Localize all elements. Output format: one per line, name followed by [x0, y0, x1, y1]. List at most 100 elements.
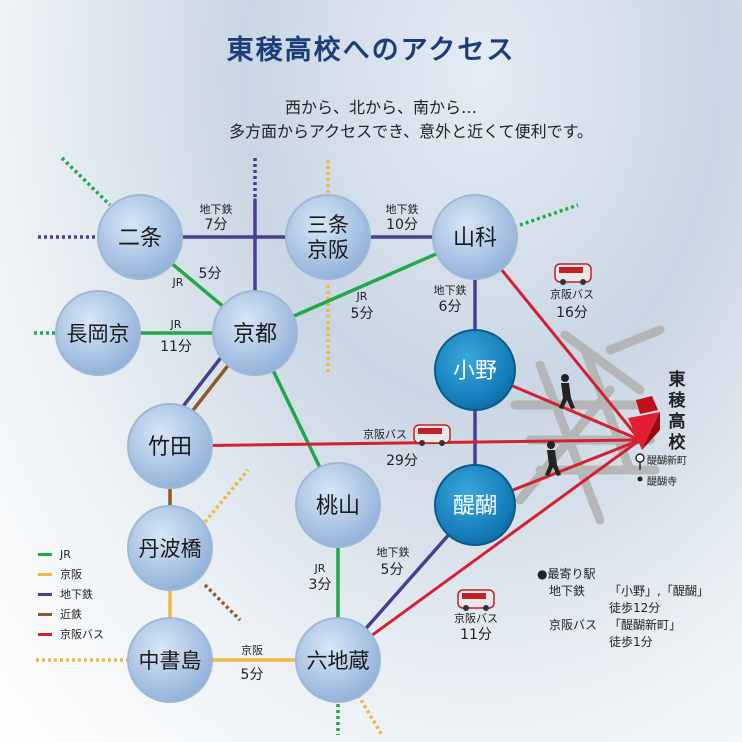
route-label: JR	[356, 290, 368, 303]
nearest-value: 「小野」,「醍醐」	[609, 584, 709, 598]
route-label: 16分	[556, 305, 588, 321]
svg-text:山科: 山科	[453, 226, 497, 251]
svg-text:小野: 小野	[453, 359, 497, 384]
route-label: 京阪バス	[550, 287, 594, 301]
nearest-value: 徒歩1分	[609, 635, 653, 649]
nearest-key: 地下鉄	[549, 584, 586, 598]
legend-swatch	[38, 552, 52, 556]
route-label: 5分	[381, 562, 404, 578]
route-label: 地下鉄	[434, 283, 467, 297]
station-ono[interactable]: 小野	[434, 329, 516, 411]
route-label: 地下鉄	[386, 202, 419, 216]
legend: JR 京阪地下鉄近鉄京阪バス	[38, 544, 104, 644]
route-label: 11分	[160, 339, 192, 355]
station-rokujizo[interactable]: 六地蔵	[295, 617, 381, 703]
station-sanjo-keihan[interactable]: 三条 京阪	[285, 194, 371, 280]
svg-text:二条: 二条	[118, 226, 162, 251]
route-label: 5分	[241, 667, 264, 683]
nearest-value: 徒歩12分	[609, 601, 661, 615]
school-name-vertical: 東稜高校	[666, 370, 688, 454]
route-label: 3分	[309, 577, 332, 593]
route-label: 29分	[386, 453, 418, 469]
stations: 二条 三条 京阪 山科 長岡京 京都 小野 竹田 醍醐	[55, 194, 518, 703]
svg-text:京都: 京都	[233, 322, 277, 347]
subtitle-line1: 西から、北から、南から…	[284, 98, 477, 117]
nearest-key	[549, 634, 609, 651]
legend-label: 京阪	[60, 568, 82, 581]
walking-person-icon	[545, 441, 561, 476]
svg-text:三条: 三条	[307, 213, 349, 237]
nearest-key	[549, 600, 609, 617]
route-label: JR	[170, 318, 182, 331]
nearest-value: 「醍醐新町」	[609, 618, 682, 632]
nearest-key: 京阪バス	[549, 618, 598, 632]
school-name-char: 東	[668, 370, 686, 390]
nearest-heading: ●最寄り駅	[537, 567, 596, 581]
route-label: JR	[314, 562, 326, 575]
legend-swatch	[38, 592, 52, 596]
station-takeda[interactable]: 竹田	[127, 403, 213, 489]
legend-label: 近鉄	[60, 608, 82, 621]
legend-item: 京阪バス	[38, 624, 104, 644]
legend-item: 京阪	[38, 564, 104, 584]
legend-item: 地下鉄	[38, 584, 104, 604]
legend-label: JR	[60, 547, 71, 561]
nearest-row: 地下鉄 「小野」,「醍醐」	[549, 583, 709, 600]
temple-label: 醍醐寺	[647, 477, 677, 488]
route-label: 10分	[386, 217, 418, 233]
svg-text:長岡京: 長岡京	[67, 322, 130, 346]
svg-text:中書島: 中書島	[139, 649, 202, 673]
station-yamashina[interactable]: 山科	[432, 194, 518, 280]
svg-text:桃山: 桃山	[316, 494, 360, 519]
route-label: 京阪バス	[363, 427, 407, 441]
svg-text:六地蔵: 六地蔵	[307, 649, 370, 673]
route-labels: 地下鉄 7分 地下鉄 10分 JR 5分 JR 5分 JR 11分 地下鉄 6分…	[160, 202, 594, 683]
walking-person-icon	[559, 374, 575, 409]
station-momoyama[interactable]: 桃山	[295, 462, 381, 548]
school-name-char: 稜	[668, 391, 686, 411]
school-name-char: 校	[668, 433, 686, 453]
school-name-char: 高	[668, 412, 686, 432]
route-label: 京阪バス	[454, 611, 498, 625]
legend-item: 近鉄	[38, 604, 104, 624]
legend-swatch	[38, 572, 52, 576]
legend-swatch	[38, 612, 52, 616]
svg-text:醍醐: 醍醐	[453, 494, 497, 519]
nearest-stations: ●最寄り駅 地下鉄「小野」,「醍醐」徒歩12分京阪バス「醍醐新町」徒歩1分	[537, 566, 709, 651]
bus-stop-label: 醍醐新町	[647, 456, 687, 467]
route-label: 11分	[460, 627, 492, 643]
route-label: 5分	[199, 266, 222, 282]
legend-swatch	[38, 632, 52, 636]
nearest-row: 京阪バス「醍醐新町」	[549, 617, 709, 634]
svg-text:丹波橋: 丹波橋	[139, 537, 202, 561]
legend-label: 京阪バス	[60, 628, 104, 641]
station-daigo[interactable]: 醍醐	[434, 464, 516, 546]
line-extensions	[34, 156, 579, 736]
bus-icon	[554, 263, 592, 285]
svg-text:京阪: 京阪	[307, 238, 349, 262]
route-label: 京阪	[241, 643, 263, 657]
station-nagaokakyo[interactable]: 長岡京	[55, 290, 141, 376]
school-marker-icon	[628, 396, 660, 450]
route-label: 6分	[439, 299, 462, 315]
legend-label: 地下鉄	[60, 588, 93, 601]
temple-dot-icon	[637, 476, 643, 482]
bus-stop-icon	[635, 453, 645, 463]
svg-text:竹田: 竹田	[148, 435, 192, 460]
station-nijo[interactable]: 二条	[97, 194, 183, 280]
bus-icon	[413, 424, 451, 446]
route-label: JR	[172, 276, 184, 289]
station-tambabashi[interactable]: 丹波橋	[127, 505, 213, 591]
route-label: 地下鉄	[200, 202, 233, 216]
nearest-row: 徒歩12分	[549, 600, 709, 617]
legend-item: JR	[38, 544, 104, 564]
bus-icon	[457, 589, 495, 611]
page-title: 東稜高校へのアクセス	[226, 35, 516, 66]
subtitle-line2: 多方面からアクセスでき、意外と近くて便利です。	[228, 122, 593, 141]
route-label: 5分	[351, 306, 374, 322]
station-kyoto[interactable]: 京都	[212, 290, 298, 376]
nearest-row: 徒歩1分	[549, 634, 709, 651]
route-label: 7分	[205, 217, 228, 233]
station-chushojima[interactable]: 中書島	[127, 617, 213, 703]
